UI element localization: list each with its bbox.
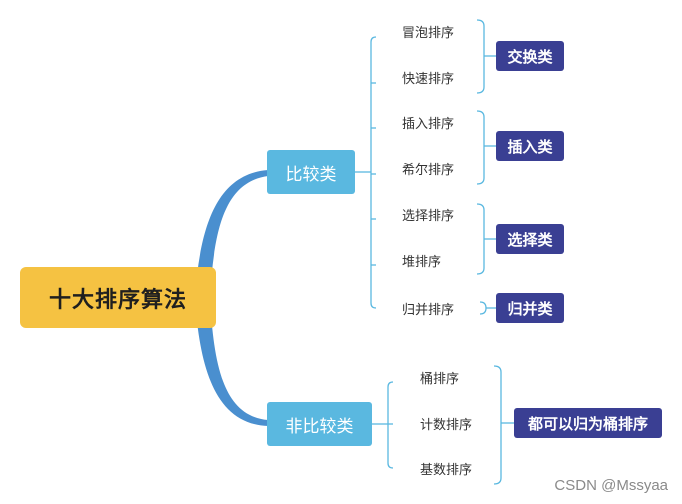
leaf-bubble-sort[interactable]: 冒泡排序: [402, 25, 455, 41]
comparison-leaf-connector: [355, 36, 377, 309]
leaf-radix-sort[interactable]: 基数排序: [420, 462, 473, 478]
leaf-quick-sort[interactable]: 快速排序: [402, 71, 455, 87]
group-insertion[interactable]: 插入类: [496, 131, 564, 161]
leaf-heap-sort[interactable]: 堆排序: [402, 254, 442, 270]
leaf-insertion-sort[interactable]: 插入排序: [402, 116, 455, 132]
branch-non-comparison[interactable]: 非比较类: [267, 402, 372, 446]
group-brackets: [476, 19, 514, 485]
leaf-counting-sort[interactable]: 计数排序: [420, 417, 473, 433]
group-exchange[interactable]: 交换类: [496, 41, 564, 71]
leaf-shell-sort[interactable]: 希尔排序: [402, 162, 455, 178]
leaf-merge-sort[interactable]: 归并排序: [402, 302, 455, 318]
branch-comparison[interactable]: 比较类: [267, 150, 355, 194]
group-bucket-family[interactable]: 都可以归为桶排序: [514, 408, 662, 438]
leaf-bucket-sort[interactable]: 桶排序: [420, 371, 460, 387]
group-selection[interactable]: 选择类: [496, 224, 564, 254]
group-merge[interactable]: 归并类: [496, 293, 564, 323]
non-comparison-leaf-connector: [372, 381, 394, 469]
root-topic[interactable]: 十大排序算法: [20, 267, 216, 328]
watermark: CSDN @Mssyaa: [554, 477, 668, 494]
leaf-selection-sort[interactable]: 选择排序: [402, 208, 455, 224]
